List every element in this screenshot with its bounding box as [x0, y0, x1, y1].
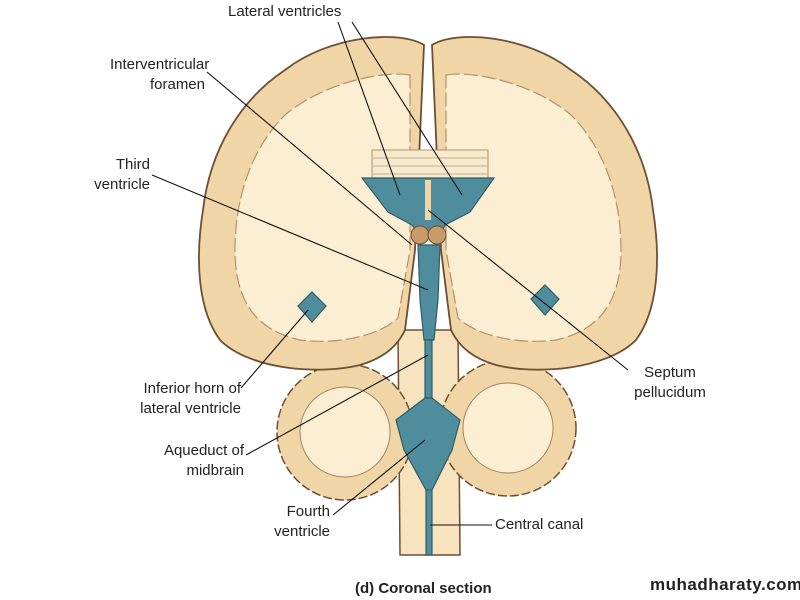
- label-interventricular-foramen: Interventricular foramen: [110, 55, 210, 95]
- inferior-horn-left: [297, 291, 327, 323]
- label-inferior-horn: Inferior horn of lateral ventricle: [110, 379, 241, 419]
- septum-and-fornix: [410, 180, 447, 245]
- aqueduct-shape: [424, 339, 433, 399]
- label-line: ventricle: [94, 176, 150, 193]
- left-hemisphere: [198, 36, 425, 371]
- label-central-canal: Central canal: [495, 516, 584, 533]
- third-ventricle-shape: [417, 244, 441, 341]
- label-septum-pellucidum: Septum pellucidum: [620, 363, 720, 403]
- corpus-callosum: [371, 149, 489, 181]
- label-third-ventricle: Third ventricle: [80, 155, 150, 195]
- label-aqueduct: Aqueduct of midbrain: [140, 441, 244, 481]
- label-line: foramen: [149, 76, 205, 93]
- label-line: Third: [115, 156, 150, 173]
- label-line: Inferior horn of: [143, 380, 241, 397]
- label-line: Aqueduct of: [163, 442, 244, 459]
- label-line: ventricle: [274, 523, 330, 540]
- label-line: lateral ventricle: [140, 400, 241, 417]
- label-line: Septum: [644, 364, 696, 381]
- label-line: Fourth: [286, 503, 330, 520]
- figure-caption: (d) Coronal section: [355, 580, 492, 597]
- cerebellum-left: [276, 363, 414, 501]
- watermark: muhadharaty.com: [650, 575, 800, 594]
- cerebellum-right: [439, 359, 577, 497]
- label-line: Interventricular: [110, 56, 210, 73]
- label-line: midbrain: [186, 462, 244, 479]
- label-lateral-ventricles: Lateral ventricles: [228, 3, 342, 20]
- right-hemisphere: [431, 36, 658, 371]
- central-canal-shape: [425, 489, 433, 556]
- label-line: pellucidum: [634, 384, 706, 401]
- inferior-horn-right: [530, 284, 560, 316]
- label-fourth-ventricle: Fourth ventricle: [250, 502, 330, 542]
- leader-lines: [151, 21, 629, 526]
